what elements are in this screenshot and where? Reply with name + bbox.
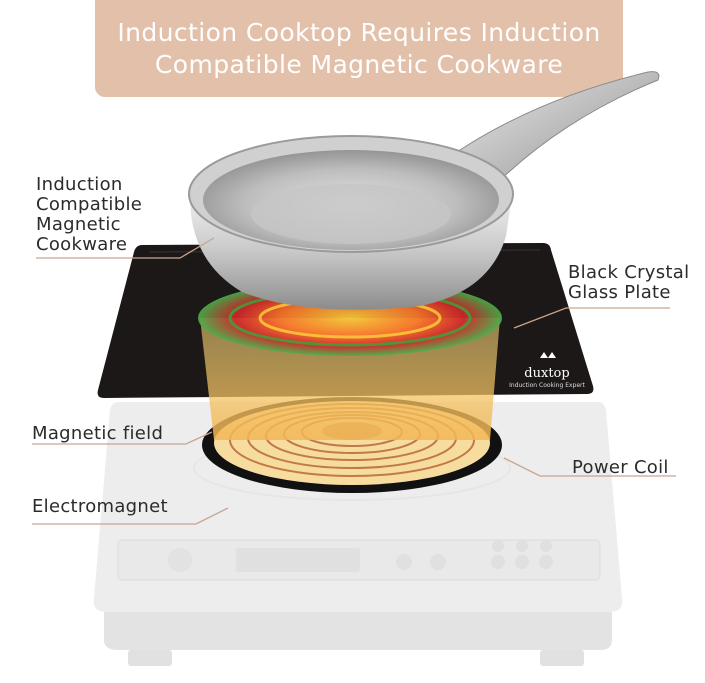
label-magnetic-field: Magnetic field — [32, 423, 164, 444]
leader-magnetic-field — [32, 431, 213, 445]
logo-name: duxtop — [524, 366, 569, 381]
frying-pan — [188, 71, 660, 310]
label-cookware: Induction Compatible Magnetic Cookware — [36, 174, 143, 255]
label-power-coil: Power Coil — [572, 457, 669, 478]
title-line-1: Induction Cooktop Requires Induction — [117, 17, 601, 47]
leader-glass-plate — [513, 307, 670, 329]
label-glass-plate: Black Crystal Glass Plate — [568, 262, 690, 303]
leader-electromagnet — [32, 507, 229, 525]
logo-tagline: Induction Cooking Expert — [509, 382, 585, 389]
label-electromagnet: Electromagnet — [32, 496, 168, 517]
leader-lines — [32, 237, 676, 525]
leader-power-coil — [503, 457, 676, 477]
leader-cookware — [36, 237, 215, 259]
title-banner: Induction Cooktop Requires Induction Com… — [95, 0, 623, 97]
title-line-2: Compatible Magnetic Cookware — [154, 49, 564, 79]
duxtop-logo: duxtop Induction Cooking Expert — [509, 352, 586, 389]
